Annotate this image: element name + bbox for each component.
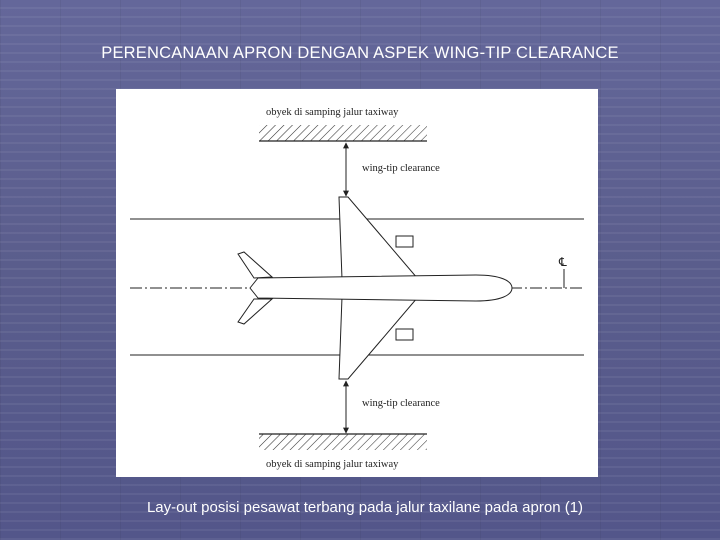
top-clearance-label: wing-tip clearance — [362, 163, 440, 174]
bottom-clearance-label: wing-tip clearance — [362, 398, 440, 409]
airplane-icon — [237, 196, 513, 380]
centerline-symbol: ℄ — [558, 255, 567, 269]
bottom-object-label: obyek di samping jalur taxiway — [266, 459, 399, 470]
fuselage — [249, 274, 513, 302]
layout-diagram: obyek di samping jalur taxiway wing-tip … — [130, 107, 584, 470]
engine-top — [395, 235, 414, 248]
engine-bottom — [395, 328, 414, 341]
diagram-panel: obyek di samping jalur taxiway wing-tip … — [116, 89, 598, 477]
top-object-label: obyek di samping jalur taxiway — [266, 107, 399, 118]
bottom-object-hatch — [259, 434, 427, 450]
top-object-hatch — [259, 125, 427, 141]
slide-caption: Lay-out posisi pesawat terbang pada jalu… — [146, 499, 584, 516]
slide-title: PERENCANAAN APRON DENGAN ASPEK WING-TIP … — [101, 44, 619, 62]
tail-stabilizer-top — [237, 251, 274, 279]
tail-stabilizer-bottom — [237, 298, 274, 325]
